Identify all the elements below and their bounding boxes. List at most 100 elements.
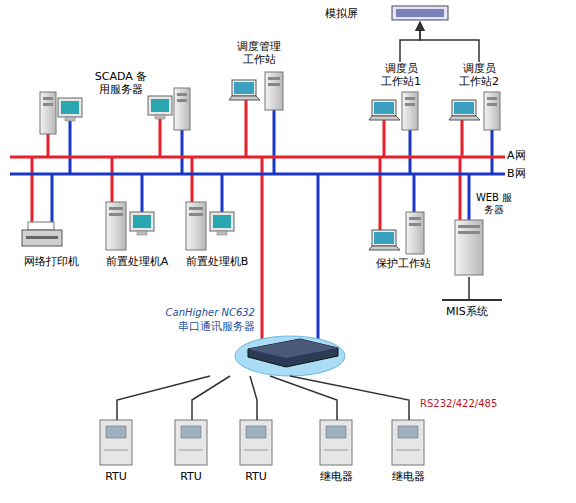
tower-bay <box>409 217 421 220</box>
device-label: 网络打印机 <box>8 255 94 268</box>
monitor-stand <box>155 115 165 119</box>
bus-drop <box>47 134 50 157</box>
tower-bay <box>409 223 421 226</box>
connector <box>290 376 409 420</box>
a-bus <box>10 156 505 159</box>
bus-drop <box>245 100 248 157</box>
connector <box>270 376 337 420</box>
laptop-base <box>449 116 480 120</box>
tower-body <box>40 92 56 134</box>
device-label: 模拟屏 <box>325 7 385 20</box>
device-node: CanHigher NC632串口通讯服务器 <box>150 306 350 378</box>
device-node: 模拟屏 <box>325 4 450 22</box>
server-tower <box>174 88 190 130</box>
device-label: 前置处理机A <box>94 255 180 268</box>
laptop-base <box>369 246 400 250</box>
laptop-lid <box>232 80 256 96</box>
tower-body <box>186 202 206 250</box>
highlight-ellipse <box>235 336 345 376</box>
server-tower <box>402 92 418 130</box>
device-node: 前置处理机B <box>174 195 262 275</box>
text-label: RS232/422/485 <box>420 397 497 410</box>
tower-bay <box>268 83 280 86</box>
device-label: 继电器 <box>311 470 361 483</box>
text-label: B网 <box>507 167 526 180</box>
bus-drop <box>159 118 162 157</box>
printer-paper <box>28 222 54 230</box>
laptop <box>369 100 400 120</box>
connector <box>250 376 257 420</box>
cabinet-panel <box>398 426 418 438</box>
cabinet-line <box>104 450 128 451</box>
bus-drop <box>409 130 412 174</box>
cabinet-body <box>175 420 207 465</box>
tower-bay <box>109 213 123 216</box>
tower-bay <box>405 97 415 100</box>
monitor-screen <box>213 215 231 228</box>
bus-drop <box>261 157 264 343</box>
device-label: 继电器 <box>383 470 433 483</box>
printer-body <box>22 230 62 246</box>
server-tower <box>406 212 424 254</box>
device-node: WEB 服务器 <box>452 192 516 277</box>
monitor <box>148 96 172 119</box>
cabinet <box>100 420 132 465</box>
laptop <box>369 230 400 250</box>
device-node: 调度员 工作站2 <box>448 62 510 134</box>
cabinet <box>392 420 424 465</box>
laptop-screen <box>374 232 394 244</box>
tower-body <box>174 88 190 130</box>
bus-drop <box>69 120 72 174</box>
cabinet-panel <box>181 426 201 438</box>
device-node: RTU <box>95 420 139 486</box>
server-tower <box>106 202 126 250</box>
cabinet-body <box>100 420 132 465</box>
bus-drop <box>491 130 494 174</box>
monitor-frame <box>148 96 172 115</box>
laptop-lid <box>372 230 396 246</box>
monitor-stand <box>217 231 227 235</box>
laptop-screen <box>234 82 254 94</box>
printer <box>22 222 62 246</box>
laptop <box>229 80 260 100</box>
tower-bay <box>43 97 53 100</box>
device-label: SCADA 备用服务器 <box>90 70 152 96</box>
mis-drop <box>468 277 470 300</box>
laptop-lid <box>372 100 396 116</box>
bus-drop <box>468 174 471 220</box>
bus-drop <box>317 174 320 342</box>
laptop <box>449 100 480 120</box>
tower-bay <box>43 103 53 106</box>
monitor <box>130 212 154 235</box>
device-node: 继电器 <box>383 420 435 486</box>
screen-band <box>396 9 444 17</box>
cabinet-line <box>324 450 348 451</box>
device-label: CanHigher NC632 <box>166 306 255 319</box>
bus-drop <box>383 120 386 157</box>
server-tower <box>455 220 483 275</box>
monitor-frame <box>58 98 82 117</box>
bus-drop <box>413 174 416 212</box>
laptop-screen <box>454 102 474 114</box>
server-tower <box>40 92 56 134</box>
device-node: 保护工作站 <box>360 205 448 275</box>
monitor-stand <box>65 117 75 121</box>
mis-bar <box>442 299 502 301</box>
bus-drop <box>379 157 382 230</box>
device-node: RTU <box>170 420 214 486</box>
tower-body <box>484 92 500 130</box>
bus-drop <box>141 174 144 212</box>
laptop-lid <box>452 100 476 116</box>
laptop-base <box>369 116 400 120</box>
bus-drop <box>461 120 464 157</box>
cabinet <box>240 420 272 465</box>
cabinet <box>320 420 352 465</box>
tower-bay <box>177 99 187 102</box>
cabinet <box>175 420 207 465</box>
monitor-screen <box>61 101 79 114</box>
cabinet-line <box>396 450 420 451</box>
bus-drop <box>459 157 462 220</box>
bus-drop <box>191 157 194 202</box>
device-node: 调度管理 工作站 <box>228 40 290 115</box>
device-label: RTU <box>235 470 277 483</box>
